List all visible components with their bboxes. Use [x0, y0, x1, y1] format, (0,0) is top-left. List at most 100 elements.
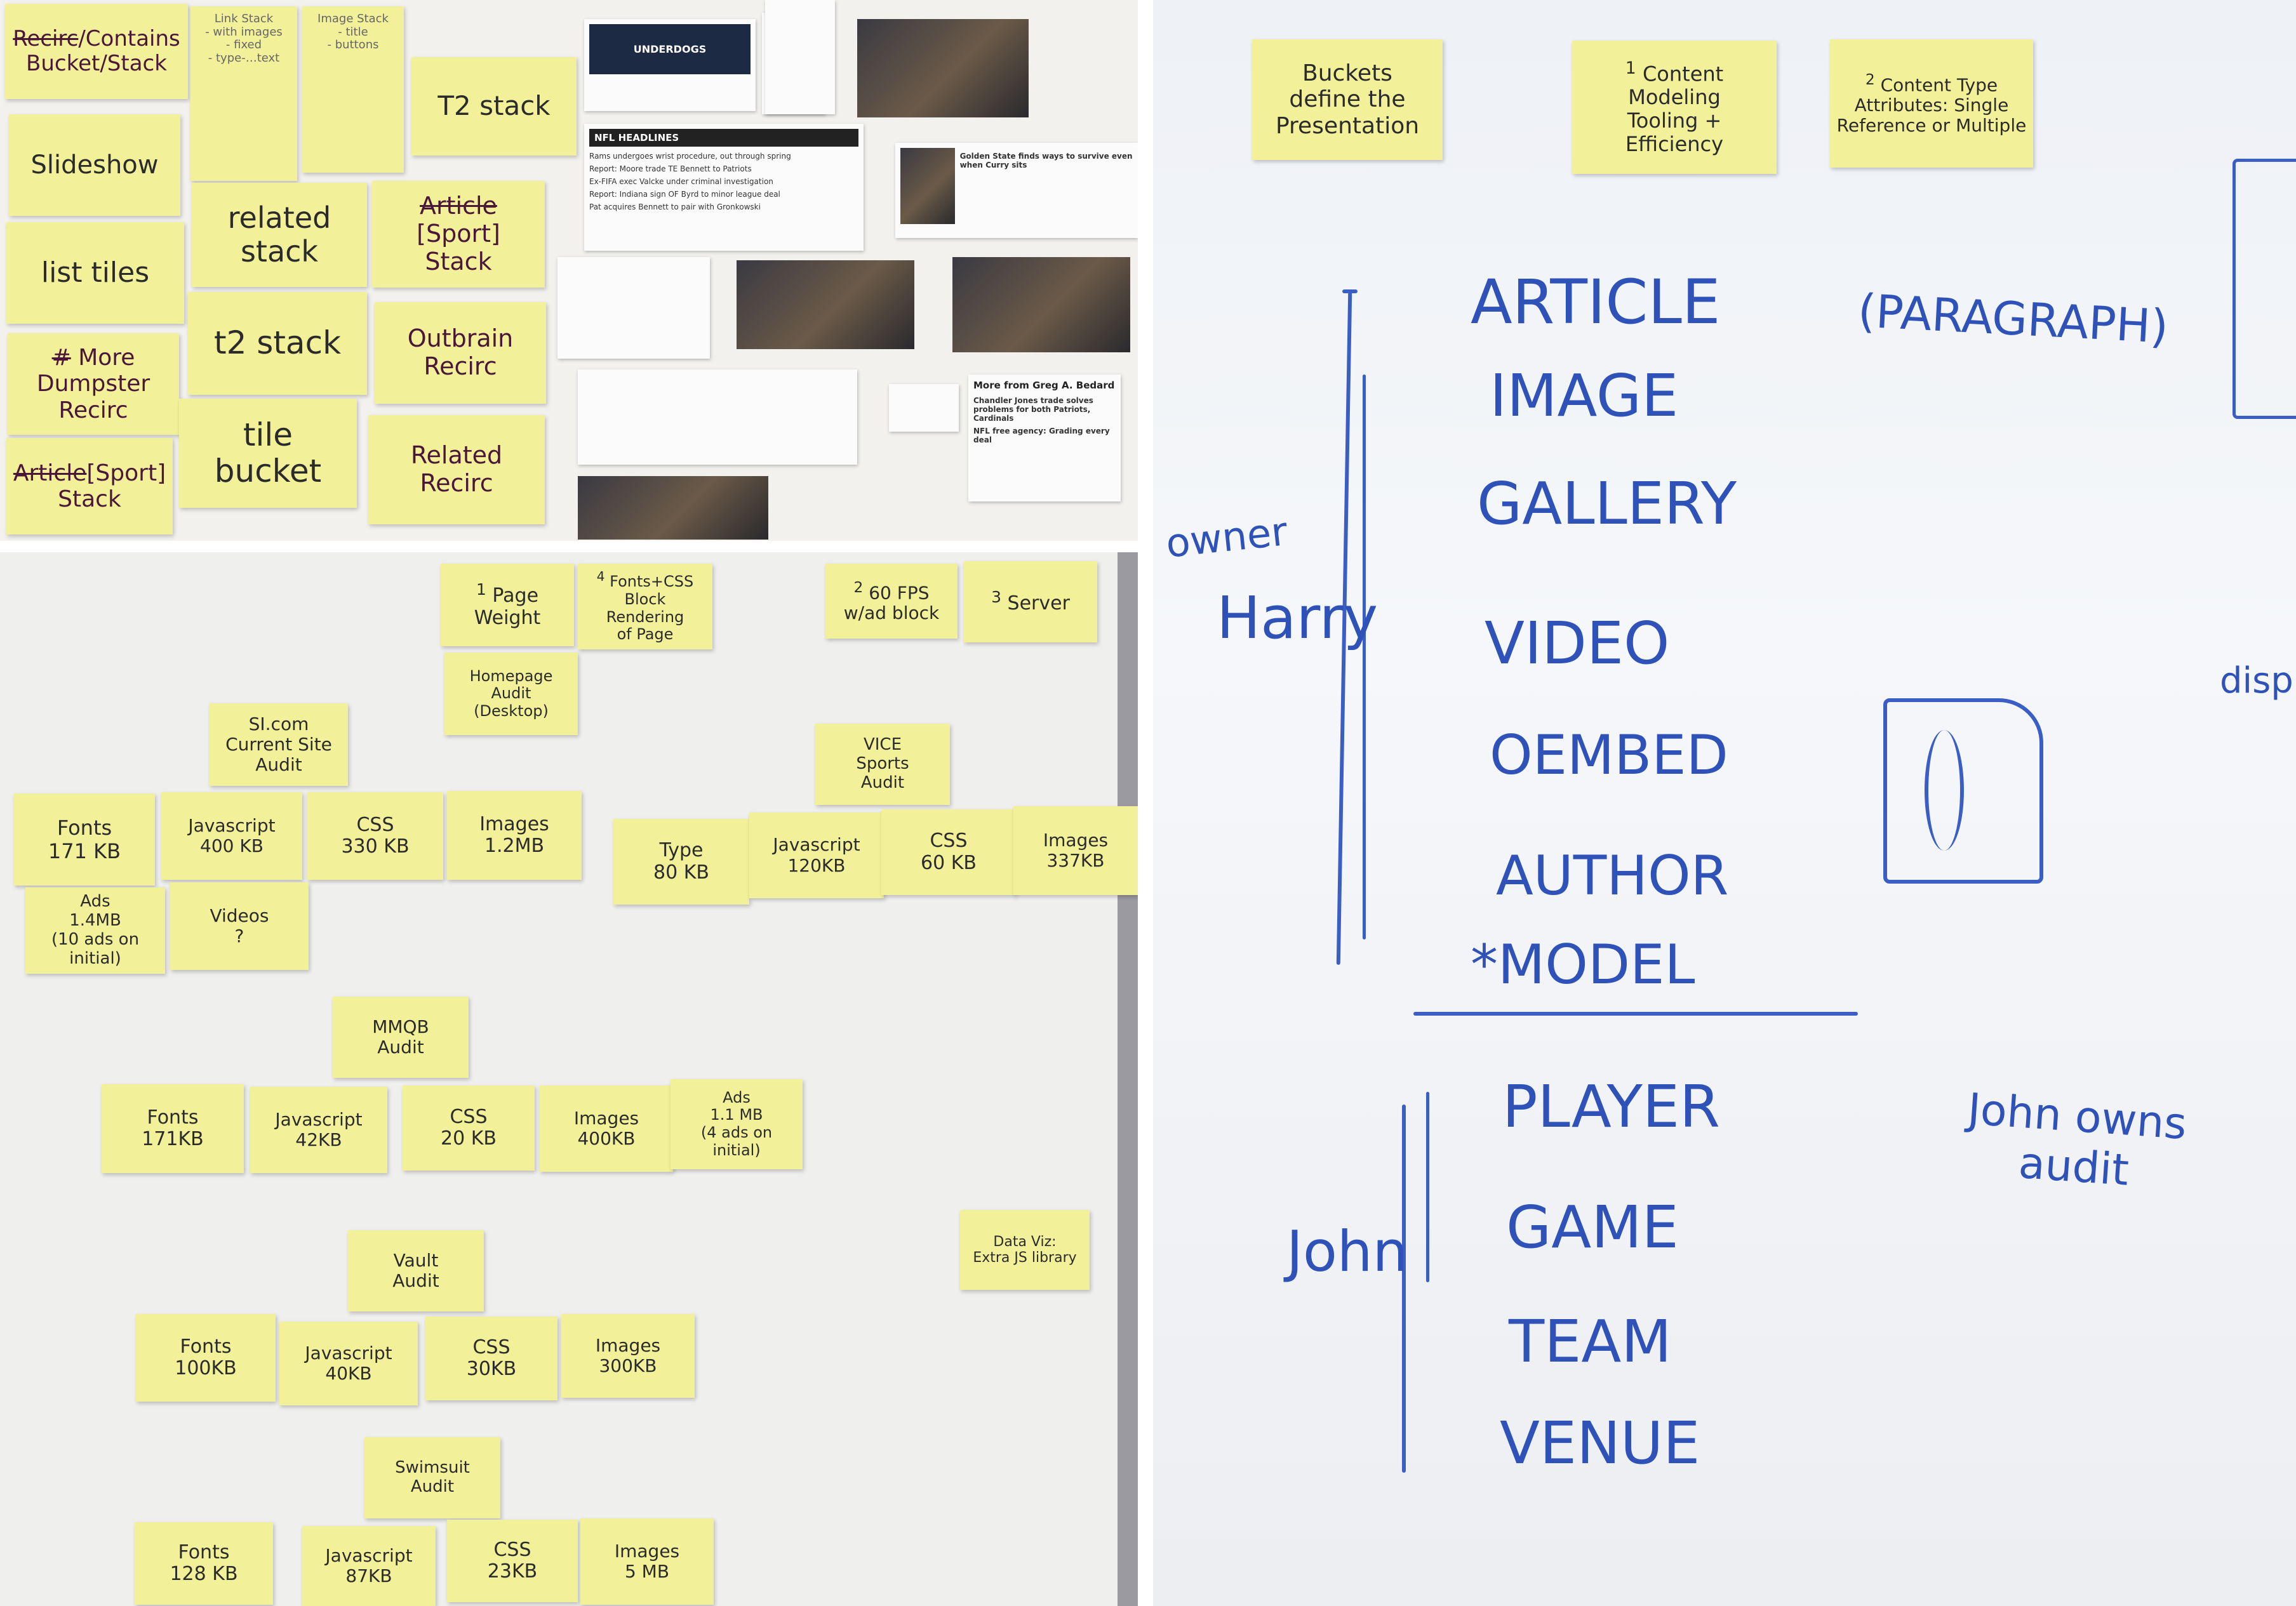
note-mmqb-css: CSS 20 KB — [403, 1085, 535, 1171]
note-text: Slideshow — [30, 150, 159, 180]
print-article-list-2 — [765, 0, 835, 114]
nfl-headline: Pat acquires Bennett to pair with Gronko… — [589, 202, 761, 211]
content-type-gallery: GALLERY — [1477, 470, 1737, 538]
note-text: Content Type Attributes: Single Referenc… — [1836, 74, 2027, 136]
note-text: Javascript 42KB — [275, 1108, 363, 1150]
struck-word: Article — [13, 460, 87, 486]
priority-number: 2 — [1865, 70, 1875, 88]
note-si-images: Images 1.2MB — [447, 791, 582, 880]
wall-edge — [1118, 552, 1138, 1606]
note-mmqb-images: Images 400KB — [540, 1085, 673, 1172]
note-si-audit-header: SI.com Current Site Audit — [210, 703, 348, 786]
note-text: [Sport] Stack — [417, 220, 500, 275]
note-vice-type: Type 80 KB — [613, 819, 749, 905]
nfl-headline: Report: Indiana sign OF Byrd to minor le… — [589, 190, 780, 199]
struck-word: Recirc — [13, 25, 79, 51]
note-vault-audit-header: Vault Audit — [348, 1230, 484, 1311]
note-text: related stack — [227, 201, 331, 269]
content-type-author: AUTHOR — [1496, 844, 1729, 908]
note-swimsuit-css: CSS 23KB — [447, 1520, 578, 1602]
print-thumbnail-grid — [952, 257, 1130, 352]
content-type-player: PLAYER — [1502, 1073, 1720, 1141]
note-server: 3 Server — [964, 561, 1097, 642]
john-owns-audit: John owns audit — [1966, 1084, 2189, 1196]
photo-gutter — [0, 541, 1138, 552]
note-text: Data Viz: Extra JS library — [973, 1233, 1077, 1266]
bracket-tick — [1342, 289, 1358, 293]
partial-drawing — [2233, 159, 2296, 419]
note-text: Javascript 40KB — [305, 1342, 392, 1384]
note-text: 60 FPS w/ad block — [843, 581, 940, 624]
note-page-weight: 1 Page Weight — [441, 564, 574, 646]
note-vice-audit-header: VICE Sports Audit — [815, 724, 950, 805]
note-text: Fonts 128 KB — [170, 1541, 238, 1585]
owner-label: owner — [1163, 508, 1290, 567]
note-text: Vault Audit — [392, 1249, 439, 1291]
content-type-venue: VENUE — [1500, 1409, 1700, 1477]
note-text: Images 300KB — [595, 1334, 661, 1376]
note-text: [Sport] Stack — [58, 460, 166, 512]
doodle-squiggle — [1925, 730, 1964, 851]
note-text: Image Stack - title - buttons — [317, 12, 389, 52]
note-t2-stack-upper: T2 stack — [411, 57, 577, 156]
john-bracket — [1402, 1105, 1406, 1473]
page-weight-audit-panel: 1 Page Weight 4 Fonts+CSS Block Renderin… — [0, 552, 1138, 1606]
note-buckets-presentation: Buckets define the Presentation — [1252, 39, 1443, 160]
note-text: Ads 1.1 MB (4 ads on initial) — [700, 1088, 773, 1159]
note-text: VICE Sports Audit — [856, 735, 909, 792]
note-text: CSS 330 KB — [341, 813, 410, 858]
note-mmqb-javascript: Javascript 42KB — [250, 1087, 387, 1173]
warriors-photo — [900, 148, 955, 224]
note-vice-css: CSS 60 KB — [881, 809, 1016, 895]
print-news-grid — [557, 257, 710, 359]
priority-number: 2 — [853, 578, 864, 596]
note-text: Videos ? — [210, 905, 269, 946]
content-type-team: TEAM — [1509, 1308, 1672, 1376]
doodle-box — [1883, 698, 2043, 884]
print-warriors: Golden State finds ways to survive even … — [895, 143, 1138, 238]
note-mmqb-fonts: Fonts 171KB — [102, 1084, 244, 1173]
note-text: CSS 30KB — [466, 1336, 517, 1380]
note-vault-images: Images 300KB — [561, 1314, 695, 1398]
print-video-photo — [857, 19, 1029, 117]
note-text: T2 stack — [437, 90, 551, 122]
print-underdogs: UNDERDOGS — [584, 19, 756, 111]
note-swimsuit-images: Images 5 MB — [580, 1518, 714, 1605]
note-text: Javascript 87KB — [325, 1544, 413, 1586]
note-text: Outbrain Recirc — [407, 324, 514, 380]
note-vice-images: Images 337KB — [1013, 806, 1138, 895]
note-link-stack: Link Stack - with images - fixed - type-… — [190, 6, 297, 181]
note-vault-fonts: Fonts 100KB — [136, 1314, 276, 1402]
note-slideshow: Slideshow — [9, 114, 180, 216]
note-swimsuit-fonts: Fonts 128 KB — [135, 1522, 273, 1605]
note-text: SI.com Current Site Audit — [225, 713, 332, 776]
john-name: John — [1286, 1219, 1408, 1284]
note-text: Images 337KB — [1043, 829, 1109, 871]
note-text: Swimsuit Audit — [395, 1458, 470, 1496]
more-from-title: More from Greg A. Bedard — [973, 380, 1115, 391]
note-more-dumpster: # More Dumpster Recirc — [8, 333, 179, 435]
note-text: tile bucket — [214, 416, 322, 489]
note-outbrain-recirc: Outbrain Recirc — [375, 302, 546, 404]
print-player-photos — [578, 476, 768, 540]
note-fonts-css-blocking: 4 Fonts+CSS Block Rendering of Page — [578, 564, 712, 649]
priority-number: 1 — [476, 580, 486, 599]
print-nfl-headlines: NFL HEADLINES Rams undergoes wrist proce… — [584, 124, 864, 251]
photo-gutter — [1138, 0, 1153, 1606]
note-text: t2 stack — [213, 324, 342, 362]
note-60fps: 2 60 FPS w/ad block — [825, 564, 958, 639]
note-si-javascript: Javascript 400 KB — [161, 792, 302, 880]
note-mmqb-audit-header: MMQB Audit — [333, 997, 469, 1078]
note-vault-javascript: Javascript 40KB — [279, 1322, 418, 1405]
note-text: Content Modeling Tooling + Efficiency — [1625, 62, 1724, 156]
content-type-model: *MODEL — [1471, 933, 1695, 997]
content-type-image: IMAGE — [1490, 362, 1679, 430]
note-image-stack: Image Stack - title - buttons — [302, 6, 404, 173]
priority-number: 1 — [1625, 58, 1636, 78]
note-text: Buckets define the Presentation — [1275, 60, 1420, 139]
note-tile-bucket: tile bucket — [179, 399, 357, 508]
warriors-headline: Golden State finds ways to survive even … — [959, 152, 1133, 169]
note-text: More Dumpster Recirc — [36, 344, 150, 423]
note-related-recirc: Related Recirc — [368, 415, 545, 524]
note-swimsuit-audit-header: Swimsuit Audit — [364, 1437, 500, 1518]
